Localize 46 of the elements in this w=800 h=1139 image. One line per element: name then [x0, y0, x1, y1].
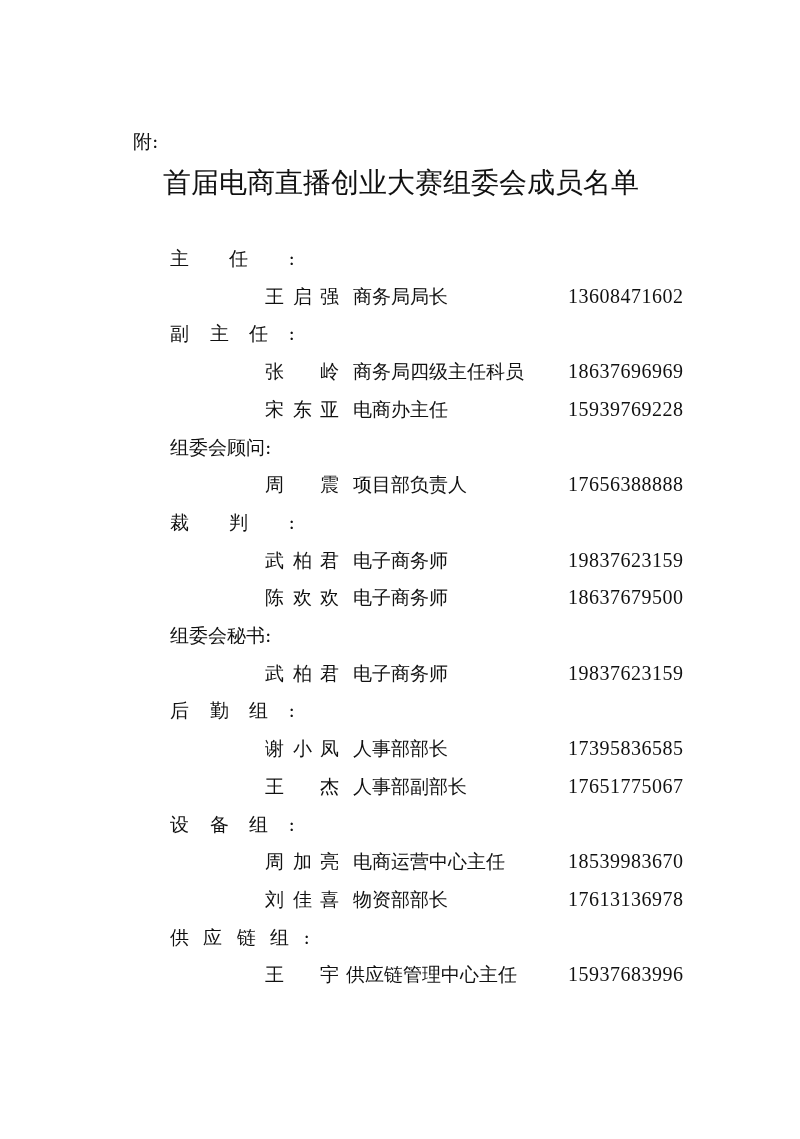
member-name: 陈欢欢 — [265, 585, 339, 611]
member-title: 电商办主任 — [353, 396, 448, 422]
member-name: 周加亮 — [265, 849, 339, 875]
phone-number: 13608471602 — [568, 283, 684, 309]
member-name: 周震 — [265, 472, 339, 498]
member-title: 项目部负责人 — [353, 472, 467, 498]
group-heading: 设备组: — [170, 811, 295, 837]
group-heading: 后勤组: — [170, 698, 295, 724]
group-heading: 主任: — [170, 246, 295, 271]
member-title: 商务局局长 — [353, 283, 448, 309]
member-title: 人事部副部长 — [353, 773, 467, 799]
member-name: 武柏君 — [265, 547, 339, 573]
phone-number: 17651775067 — [568, 773, 684, 799]
member-name: 刘佳喜 — [265, 886, 339, 912]
attachment-label: 附: — [133, 129, 159, 154]
phone-number: 19837623159 — [568, 660, 684, 686]
member-name: 宋东亚 — [265, 396, 339, 422]
document-title: 首届电商直播创业大赛组委会成员名单 — [163, 166, 639, 200]
group-heading: 组委会顾问: — [170, 434, 272, 460]
group-heading: 副主任: — [170, 321, 295, 347]
phone-number: 18539983670 — [568, 849, 684, 875]
phone-number: 17613136978 — [568, 886, 684, 912]
member-name: 张岭 — [265, 359, 339, 385]
member-name: 武柏君 — [265, 660, 339, 686]
member-title: 电子商务师 — [353, 547, 448, 573]
member-title: 物资部部长 — [353, 886, 448, 912]
member-name: 王杰 — [265, 773, 339, 799]
member-title: 人事部部长 — [353, 736, 448, 762]
group-heading: 供应链组: — [170, 924, 310, 950]
phone-number: 18637696969 — [568, 359, 684, 385]
phone-number: 17656388888 — [568, 472, 684, 498]
member-title: 电子商务师 — [353, 660, 448, 686]
member-name: 谢小凤 — [265, 736, 339, 762]
phone-number: 17395836585 — [568, 736, 684, 762]
member-title: 电子商务师 — [353, 585, 448, 611]
phone-number: 19837623159 — [568, 547, 684, 573]
phone-number: 15939769228 — [568, 396, 684, 422]
member-name: 王启强 — [265, 283, 339, 309]
member-name: 王宇 — [265, 962, 339, 988]
phone-number: 15937683996 — [568, 962, 684, 988]
member-title: 电商运营中心主任 — [353, 849, 505, 875]
phone-number: 18637679500 — [568, 585, 684, 611]
member-title: 商务局四级主任科员 — [353, 359, 524, 385]
group-heading: 裁判: — [170, 509, 295, 535]
group-heading: 组委会秘书: — [170, 623, 272, 648]
member-title: 供应链管理中心主任 — [346, 962, 517, 988]
